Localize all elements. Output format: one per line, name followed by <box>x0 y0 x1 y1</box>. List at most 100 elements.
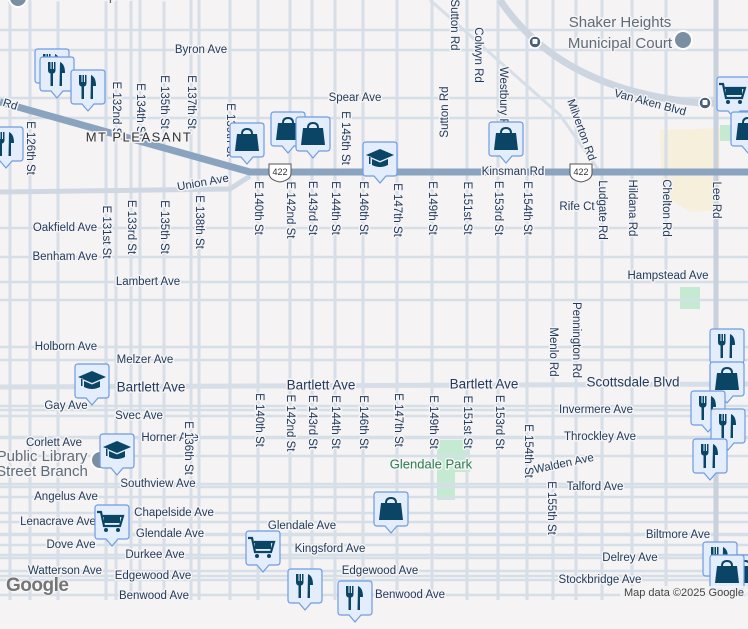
street-label-vertical: E 145th St <box>339 111 351 166</box>
park-label: Glendale Park <box>390 456 473 471</box>
street-label: Throckley Ave <box>564 431 636 443</box>
street-label-vertical: Ludgate Rd <box>596 180 608 239</box>
shopping-marker[interactable] <box>488 121 524 165</box>
street-label-vertical: Hildana Rd <box>626 180 638 237</box>
street-label-vertical: E 149th St <box>426 181 438 236</box>
street-label: Holborn Ave <box>35 341 97 353</box>
shopping-marker[interactable] <box>229 122 265 166</box>
poi-label-court: Shaker Heights <box>569 14 672 31</box>
street-label: Chapelside Ave <box>134 507 214 519</box>
street-label-vertical: Sutton Rd <box>448 0 460 51</box>
street-label-vertical: E 138th St <box>193 195 205 250</box>
restaurant-marker[interactable] <box>337 580 373 624</box>
street-label-vertical: E 133rd St <box>125 200 137 255</box>
street-label: Southview Ave <box>120 478 195 490</box>
street-label-vertical: E 153rd St <box>493 395 505 450</box>
poi-label-court: Municipal Court <box>568 35 673 52</box>
street-label-vertical: E 147th St <box>392 393 404 448</box>
route-422-shield: 422 <box>269 164 291 182</box>
street-label-vertical: E 149th St <box>427 395 439 450</box>
route-422-shield: 422 <box>570 164 592 182</box>
street-label-vertical: E 154th St <box>522 424 534 479</box>
street-label: Invermere Ave <box>559 404 633 416</box>
shopping-marker[interactable] <box>730 111 748 155</box>
street-label-vertical: E 146th St <box>357 181 369 236</box>
street-label: Benwood Ave <box>375 589 445 600</box>
street-label: Lambert Ave <box>116 276 180 288</box>
street-label: Kingsford Ave <box>295 543 366 555</box>
street-label-vertical: Pennington Rd <box>570 302 582 378</box>
school-marker[interactable] <box>99 433 135 477</box>
street-label: Bartlett Ave <box>450 377 519 392</box>
shopping-marker[interactable] <box>295 116 331 160</box>
transit-station-icon[interactable] <box>529 36 541 48</box>
restaurant-marker[interactable] <box>692 438 728 482</box>
street-label: Hampstead Ave <box>628 270 709 282</box>
street-label-vertical: E 155th St <box>545 481 557 536</box>
street-label: Benham Ave <box>32 251 97 263</box>
street-label: Stockbridge Ave <box>559 574 642 586</box>
svg-text:422: 422 <box>573 167 588 177</box>
street-label: Melzer Ave <box>117 354 174 366</box>
google-logo: Google <box>6 575 68 597</box>
street-label-vertical: E 151st St <box>461 395 473 449</box>
street-label: Bartlett Ave <box>117 380 186 395</box>
grocery-marker[interactable] <box>245 530 281 574</box>
street-label-vertical: E 143rd St <box>306 181 318 236</box>
street-label: Kinsman Rd <box>482 166 545 178</box>
street-label: Scottsdale Blvd <box>586 375 679 390</box>
street-label-vertical: E 144th St <box>329 395 341 450</box>
street-label-vertical: E 142nd St <box>284 395 296 453</box>
street-label-vertical: E 140th St <box>253 393 265 448</box>
street-label-vertical: E 135th St <box>158 75 170 130</box>
street-label-vertical: E 151st St <box>461 181 473 235</box>
street-label-vertical: Colwyn Rd <box>472 27 484 83</box>
street-label-vertical: E 136th St <box>182 421 194 476</box>
street-label: Rife Ct <box>559 201 595 213</box>
street-label: Edgewood Ave <box>342 565 419 577</box>
svg-text:422: 422 <box>272 167 287 177</box>
neighborhood-label: MT PLEASANT <box>86 129 193 144</box>
street-label-vertical: Sutton Rd <box>439 86 451 137</box>
street-label-vertical: E 126th St <box>24 121 36 176</box>
street-label-vertical: E 144th St <box>329 181 341 236</box>
street-label-vertical: E 146th St <box>357 395 369 450</box>
street-label: Bartlett Ave <box>287 378 356 393</box>
restaurant-marker[interactable] <box>287 568 323 612</box>
restaurant-marker[interactable] <box>0 126 24 170</box>
street-label: Angelus Ave <box>34 491 98 503</box>
grocery-marker[interactable] <box>94 504 130 548</box>
park-area <box>680 287 700 309</box>
street-label-vertical: E 142nd St <box>284 182 296 240</box>
street-label: Spear Ave <box>329 92 382 104</box>
street-label-vertical: Menlo Rd <box>547 327 559 376</box>
street-label: Talford Ave <box>567 481 624 493</box>
street-label-vertical: E 137th St <box>185 75 197 130</box>
poi-label-church: Mt Olive Baptist Church <box>31 0 189 4</box>
street-label: Glendale Ave <box>136 528 204 540</box>
street-label-vertical: Lee Rd <box>710 181 722 218</box>
school-marker[interactable] <box>74 363 110 407</box>
street-label: Biltmore Ave <box>646 529 710 541</box>
street-label: Durkee Ave <box>125 549 184 561</box>
shopping-marker[interactable] <box>373 491 409 535</box>
street-label: Edgewood Ave <box>115 570 192 582</box>
street-label: Dove Ave <box>46 539 95 551</box>
street-label-vertical: E 131st St <box>100 205 112 259</box>
church-icon[interactable] <box>9 0 27 7</box>
street-label-vertical: E 153rd St <box>492 181 504 236</box>
street-label: Byron Ave <box>175 44 227 56</box>
street-label-vertical: E 135th St <box>158 200 170 255</box>
street-label: Delrey Ave <box>602 552 657 564</box>
court-icon[interactable] <box>674 31 692 49</box>
street-label: Svec Ave <box>115 410 163 422</box>
street-label: Lenacrave Ave <box>20 516 96 528</box>
restaurant-marker[interactable] <box>70 69 106 113</box>
street-label: Rd <box>1 97 19 113</box>
school-marker[interactable] <box>362 141 398 185</box>
transit-station-icon[interactable] <box>699 97 711 109</box>
street-label-vertical: E 154th St <box>521 181 533 236</box>
poi-label-library: Street Branch <box>0 463 88 480</box>
street-label-vertical: Chelton Rd <box>660 179 672 237</box>
street-label-vertical: E 147th St <box>391 183 403 238</box>
